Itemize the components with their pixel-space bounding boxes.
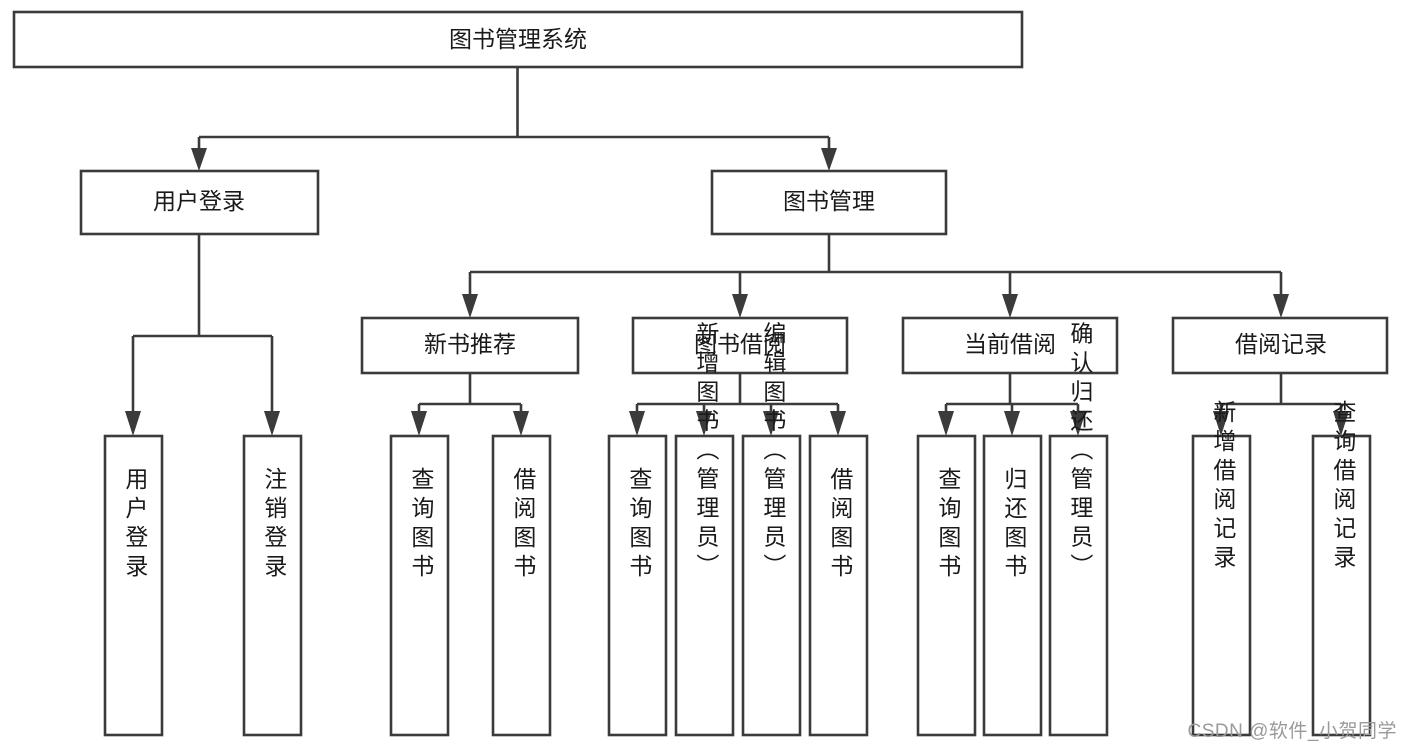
node-book-manage-box[interactable] [710,169,948,236]
node-book-borrow[interactable]: 图书借阅 [631,316,849,375]
leaf-user-login-2[interactable]: 注销登录 [242,434,303,737]
arrowhead-ul-2 [264,411,280,436]
leaf-book-borrow-1-label: 查询图书 [626,467,653,583]
leaf-user-login-1[interactable]: 用户登录 [103,434,164,737]
leaf-book-borrow-3[interactable]: 编辑图书（管理员） [741,322,802,737]
arrowhead-l3-1 [462,294,478,318]
leaf-current-borrow-3[interactable]: 确认归还（管理员） [1048,322,1109,737]
node-user-login-box[interactable] [79,169,320,236]
arrowhead-user-login [191,148,207,171]
node-root-box[interactable] [12,10,1024,69]
leaf-book-borrow-2-label: 新增图书（管理员） [693,322,720,583]
leaf-new-book-1-box[interactable] [389,434,450,737]
leaf-book-borrow-2-box[interactable] [674,434,735,737]
leaf-borrow-record-2[interactable]: 查询借阅记录 [1311,400,1372,737]
leaf-borrow-record-2-box[interactable] [1311,434,1372,737]
leaf-book-borrow-3-box[interactable] [741,434,802,737]
leaf-current-borrow-3-label: 确认归还（管理员） [1067,322,1094,583]
arrowhead-bb-3 [763,411,779,436]
arrowhead-l3-4 [1273,294,1289,318]
leaf-book-borrow-4-box[interactable] [808,434,869,737]
leaf-current-borrow-1[interactable]: 查询图书 [916,434,977,737]
leaf-new-book-2-label: 借阅图书 [510,467,537,583]
leaf-current-borrow-1-box[interactable] [916,434,977,737]
leaf-current-borrow-2[interactable]: 归还图书 [982,434,1043,737]
node-book-borrow-label: 图书借阅 [694,331,786,357]
leaf-user-login-2-box[interactable] [242,434,303,737]
arrowhead-bb-2 [696,411,712,436]
arrowhead-nbr-2 [513,411,529,436]
leaf-book-borrow-4[interactable]: 借阅图书 [808,434,869,737]
arrowhead-cb-1 [938,411,954,436]
node-new-book-recommend-label: 新书推荐 [424,331,516,357]
node-root[interactable]: 图书管理系统 [12,10,1024,69]
arrowhead-book-manage [821,148,837,171]
leaf-borrow-record-1[interactable]: 新增借阅记录 [1191,400,1252,737]
arrowhead-bb-4 [830,411,846,436]
leaf-user-login-1-box[interactable] [103,434,164,737]
leaf-current-borrow-2-label: 归还图书 [1001,467,1028,583]
leaf-book-borrow-3-label: 编辑图书（管理员） [760,322,787,583]
node-book-manage-label: 图书管理 [783,188,875,214]
leaf-new-book-2[interactable]: 借阅图书 [491,434,552,737]
arrowhead-cb-3 [1070,411,1086,436]
arrowhead-l3-3 [1002,294,1018,318]
arrowhead-bb-1 [629,411,645,436]
leaf-book-borrow-2[interactable]: 新增图书（管理员） [674,322,735,737]
node-borrow-record-label: 借阅记录 [1235,331,1327,357]
leaf-new-book-1-label: 查询图书 [408,467,435,583]
node-current-borrow[interactable]: 当前借阅 [901,316,1119,375]
node-borrow-record-box[interactable] [1171,316,1389,375]
arrowhead-ul-1 [125,411,141,436]
node-borrow-record[interactable]: 借阅记录 [1171,316,1389,375]
arrowhead-l3-2 [732,294,748,318]
node-root-label: 图书管理系统 [449,26,587,52]
leaf-current-borrow-1-label: 查询图书 [935,467,962,583]
leaf-current-borrow-3-box[interactable] [1048,434,1109,737]
node-new-book-recommend[interactable]: 新书推荐 [360,316,580,375]
node-user-login[interactable]: 用户登录 [79,169,320,236]
node-current-borrow-label: 当前借阅 [964,331,1056,357]
leaf-new-book-2-box[interactable] [491,434,552,737]
leaf-user-login-1-label: 用户登录 [122,467,149,583]
node-current-borrow-box[interactable] [901,316,1119,375]
leaf-book-borrow-4-label: 借阅图书 [827,467,854,583]
leaf-book-borrow-1-box[interactable] [607,434,668,737]
connector-layer [125,67,1349,436]
node-book-borrow-box[interactable] [631,316,849,375]
leaf-new-book-1[interactable]: 查询图书 [389,434,450,737]
arrowhead-nbr-1 [411,411,427,436]
leaf-current-borrow-2-box[interactable] [982,434,1043,737]
leaf-borrow-record-1-box[interactable] [1191,434,1252,737]
arrowhead-br-2 [1333,411,1349,436]
node-user-login-label: 用户登录 [153,188,245,214]
node-new-book-recommend-box[interactable] [360,316,580,375]
leaf-user-login-2-label: 注销登录 [261,467,288,583]
leaf-borrow-record-1-label: 新增借阅记录 [1210,400,1237,574]
node-book-manage[interactable]: 图书管理 [710,169,948,236]
leaf-book-borrow-1[interactable]: 查询图书 [607,434,668,737]
leaf-borrow-record-2-label: 查询借阅记录 [1330,400,1357,574]
arrowhead-cb-2 [1004,411,1020,436]
arrowhead-br-1 [1213,411,1229,436]
